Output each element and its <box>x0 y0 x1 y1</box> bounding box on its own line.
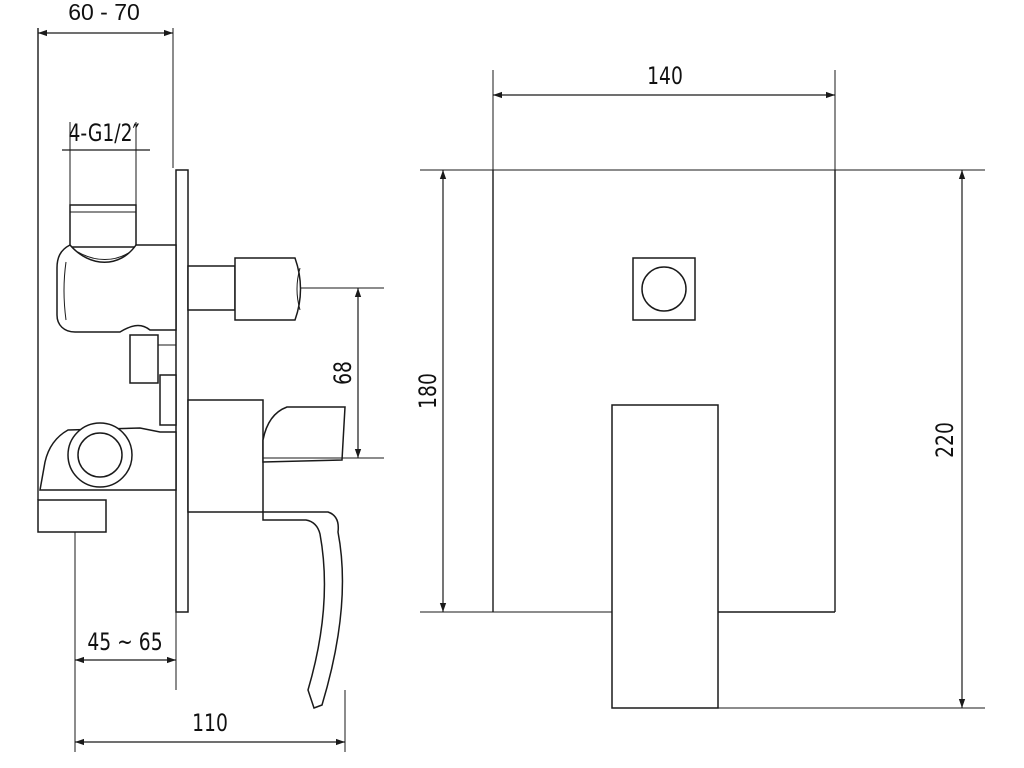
outlet-port-inner <box>77 432 123 478</box>
lever-head <box>262 406 346 463</box>
side-view: 60 - 70 4-G1/2″ <box>37 0 384 752</box>
plate-height-label: 180 <box>415 373 443 409</box>
cover-plate-front <box>492 170 836 613</box>
plate-width-label: 140 <box>647 63 683 91</box>
upper-body-inner-contour <box>63 261 67 321</box>
install-depth-label: 45 ~ 65 <box>87 629 162 657</box>
diverter-knob-dial <box>641 266 687 312</box>
lever-blade <box>262 511 344 709</box>
lever-handle-front <box>611 404 719 709</box>
front-view: 140 180 220 <box>415 63 985 709</box>
overall-height-label: 220 <box>932 422 960 458</box>
upper-body-saddle <box>77 251 131 260</box>
upper-valve-body <box>56 244 177 333</box>
plate-spacer <box>159 374 177 426</box>
middle-connector <box>129 334 159 384</box>
overall-depth-label: 110 <box>192 710 228 738</box>
wall-depth-label: 60 - 70 <box>68 0 140 25</box>
thread-spec-label: 4-G1/2″ <box>69 120 140 148</box>
diverter-spindle <box>187 265 236 311</box>
diverter-knob-side <box>234 257 302 321</box>
handle-cartridge-body <box>187 399 264 513</box>
knob-end-curve <box>296 267 301 311</box>
handle-offset-label: 68 <box>330 361 358 385</box>
wall-plate-side <box>175 169 189 613</box>
top-thread-connector <box>69 204 137 248</box>
bottom-outlet-block <box>37 499 107 533</box>
